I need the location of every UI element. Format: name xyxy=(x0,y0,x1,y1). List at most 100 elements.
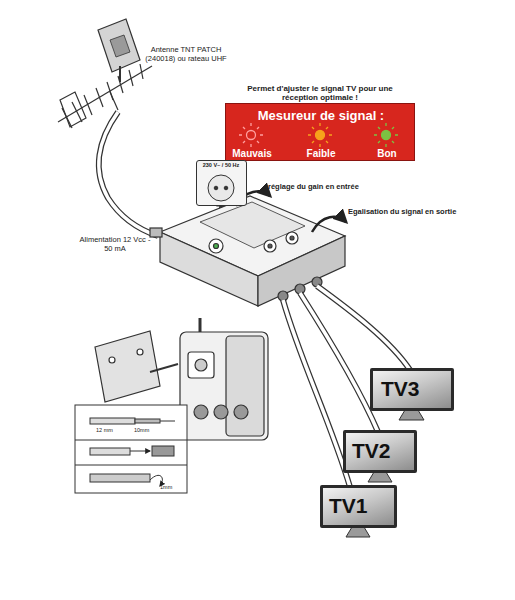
dimension-label: 1mm xyxy=(160,484,184,490)
signal-lamp xyxy=(308,123,332,147)
coax-cable xyxy=(99,112,158,236)
coax-cable xyxy=(283,300,350,487)
wall-mount xyxy=(188,352,214,378)
stripping-guide xyxy=(90,418,135,424)
yagi-antenna xyxy=(62,108,72,128)
signal-lamp xyxy=(239,123,398,147)
amplifier-box xyxy=(150,196,345,306)
stripping-guide xyxy=(75,405,187,493)
coax-cable xyxy=(317,286,410,370)
wall-mount xyxy=(199,318,202,332)
wall-mount xyxy=(180,332,268,440)
tv-stand xyxy=(368,472,392,482)
signal-lamp xyxy=(308,123,332,147)
amplifier-box xyxy=(258,236,345,306)
meter-level: Mauvais xyxy=(226,148,278,160)
tv-screen: TV3 xyxy=(370,368,454,411)
meter-level: Faible xyxy=(294,148,348,160)
amplifier-box xyxy=(150,228,162,237)
dimension-label: 10mm xyxy=(134,427,164,433)
yagi-antenna xyxy=(58,66,152,122)
amplifier-box xyxy=(312,277,322,287)
wall-mount xyxy=(137,349,143,355)
wall-mount xyxy=(150,364,178,372)
yagi-antenna xyxy=(60,92,86,127)
yagi-antenna xyxy=(96,88,103,107)
tv-label: TV1 xyxy=(329,494,391,518)
signal-lamp xyxy=(247,131,256,140)
wall-socket xyxy=(208,175,234,201)
adjust-arrow xyxy=(236,191,346,232)
wall-mount xyxy=(95,331,160,402)
amplifier-box xyxy=(290,236,294,240)
patch-antenna xyxy=(110,35,130,57)
meter-heading: Mesureur de signal : xyxy=(226,109,416,124)
tv-label: TV3 xyxy=(381,377,447,401)
stripping-guide xyxy=(130,451,150,452)
signal-lamp xyxy=(382,131,391,140)
tv-label: TV2 xyxy=(352,439,412,463)
stripping-guide xyxy=(90,474,150,482)
stripping-guide xyxy=(75,440,187,441)
wall-mount xyxy=(109,357,115,363)
signal-lamp xyxy=(374,123,398,147)
note-text: Permet d'ajuster le signal TV pour une r… xyxy=(240,84,400,102)
coax-cable xyxy=(283,300,350,487)
amplifier-box xyxy=(264,240,276,252)
tv-screen: TV2 xyxy=(343,430,417,473)
wall-socket xyxy=(208,175,234,201)
yagi-antenna xyxy=(84,95,92,115)
amplifier-box xyxy=(295,284,305,294)
voltage-label: 230 V~ / 50 Hz xyxy=(197,162,245,168)
callout-text: Egalisation du signal en sortie xyxy=(348,208,508,217)
signal-lamp xyxy=(239,123,263,147)
stripping-guide xyxy=(160,421,175,422)
signal-lamp xyxy=(239,123,263,147)
amplifier-box xyxy=(160,232,258,306)
signal-meter-box: Mesureur de signal : Mauvais Faible Bon xyxy=(225,103,415,161)
patch-antenna xyxy=(98,19,140,72)
coax-cable xyxy=(300,293,378,432)
amplifier-box xyxy=(209,239,223,253)
coax-cable xyxy=(99,112,158,236)
dimension-label: 12 mm xyxy=(96,427,126,433)
wall-mount xyxy=(195,359,207,371)
wall-socket xyxy=(224,186,228,190)
wall-mount xyxy=(214,405,228,419)
coax-cable xyxy=(317,286,410,370)
power-label: Alimentation 12 Vcc - 50 mA xyxy=(78,236,152,253)
meter-level: Bon xyxy=(362,148,412,160)
wall-mount xyxy=(234,405,248,419)
tv-stand xyxy=(399,410,424,420)
amplifier-box xyxy=(268,244,272,248)
wall-socket xyxy=(214,186,218,190)
adjust-arrow xyxy=(312,217,346,232)
callout-text: réglage du gain en entrée xyxy=(268,183,388,192)
antenna-label: Antenne TNT PATCH (240018) ou rateau UHF xyxy=(140,46,232,63)
yagi-antenna xyxy=(118,76,123,93)
patch-antenna xyxy=(98,19,140,82)
wall-mount xyxy=(226,336,264,436)
yagi-antenna xyxy=(58,64,152,128)
stripping-guide xyxy=(75,465,187,466)
patch-antenna xyxy=(119,66,121,82)
yagi-antenna xyxy=(110,92,118,110)
tv-screen: TV1 xyxy=(320,485,397,528)
amplifier-box xyxy=(160,196,345,276)
stripping-guide xyxy=(75,405,187,493)
amplifier-box xyxy=(214,244,219,249)
yagi-antenna xyxy=(129,70,133,86)
coax-cable xyxy=(99,112,158,236)
wall-mount xyxy=(194,405,208,419)
wall-outlet: 230 V~ / 50 Hz xyxy=(196,160,247,206)
amplifier-box xyxy=(286,232,298,244)
signal-lamp xyxy=(316,131,325,140)
yagi-antenna xyxy=(107,82,113,100)
stripping-guide xyxy=(90,448,130,455)
stripping-guide xyxy=(152,446,174,456)
stripping-guide xyxy=(135,419,160,423)
signal-lamp xyxy=(374,123,398,147)
amplifier-box xyxy=(278,291,288,301)
